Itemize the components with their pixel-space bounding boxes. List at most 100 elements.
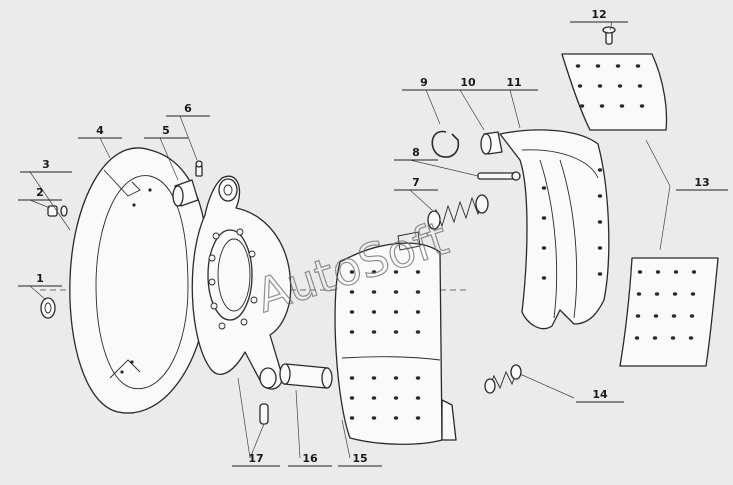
rivet-hole [595, 64, 601, 68]
rivet-hole [619, 104, 625, 108]
rivet-hole [597, 220, 603, 224]
callout-14: 14 [592, 388, 608, 401]
part-17-brake-spider [191, 175, 292, 390]
callout-15: 15 [352, 452, 367, 465]
rivet-hole [541, 276, 547, 280]
rivet-hole [349, 290, 355, 294]
callout-10: 10 [460, 76, 476, 89]
part-1-nut [40, 297, 56, 319]
part-8-pin [477, 171, 521, 181]
callout-6: 6 [184, 102, 192, 115]
part-13-upper-lining [561, 53, 668, 131]
rivet-hole [393, 270, 399, 274]
callout-13: 13 [694, 176, 709, 189]
part-10-roller [480, 131, 503, 155]
part-15-roller [279, 363, 333, 389]
rivet-hole [415, 416, 421, 420]
rivet-hole [639, 104, 645, 108]
callout-16: 16 [302, 452, 318, 465]
rivet-hole [597, 168, 603, 172]
rivet-hole [597, 246, 603, 250]
part-5-bushing [172, 179, 199, 207]
rivet-hole [653, 314, 659, 318]
rivet-hole [655, 270, 661, 274]
callout-7: 7 [412, 176, 420, 189]
rivet-hole [393, 330, 399, 334]
rivet-hole [371, 376, 377, 380]
callout-1: 1 [36, 272, 44, 285]
rivet-hole [415, 396, 421, 400]
rivet-hole [349, 396, 355, 400]
rivet-hole [637, 270, 643, 274]
front-shoe-rivet-holes [349, 270, 421, 420]
rivet-hole [415, 330, 421, 334]
part-14-return-spring [484, 364, 522, 394]
callout-3: 3 [42, 158, 50, 171]
rivet-hole [349, 270, 355, 274]
rivet-hole [371, 270, 377, 274]
rivet-hole [634, 336, 640, 340]
rivet-hole [691, 270, 697, 274]
rivet-hole [349, 416, 355, 420]
rivet-hole [599, 104, 605, 108]
rivet-hole [415, 310, 421, 314]
part-13-lower-lining [619, 257, 719, 367]
rivet-hole [371, 290, 377, 294]
callout-2: 2 [36, 186, 44, 199]
rivet-hole [636, 292, 642, 296]
part-16-pin [259, 403, 269, 425]
rivet-hole [670, 336, 676, 340]
part-9-clip [431, 130, 460, 158]
rivet-hole [415, 290, 421, 294]
rear-shoe-rivet-holes [541, 168, 603, 280]
rivet-hole [415, 376, 421, 380]
rivet-hole [690, 292, 696, 296]
rivet-hole [393, 396, 399, 400]
rivet-hole [597, 272, 603, 276]
rivet-hole [617, 84, 623, 88]
rivet-hole [541, 186, 547, 190]
callout-9: 9 [420, 76, 428, 89]
rivet-hole [577, 84, 583, 88]
rivet-hole [371, 416, 377, 420]
callout-11: 11 [506, 76, 521, 89]
rivet-hole [597, 84, 603, 88]
rivet-hole [652, 336, 658, 340]
rivet-hole [637, 84, 643, 88]
rivet-hole [541, 246, 547, 250]
part-7-spring [427, 194, 489, 230]
callout-5: 5 [162, 124, 170, 137]
rivet-hole [575, 64, 581, 68]
rivet-hole [371, 396, 377, 400]
rivet-hole [672, 292, 678, 296]
part-4-dust-shield [69, 147, 209, 414]
lower-lining-rivet-holes [634, 270, 697, 340]
rivet-hole [393, 310, 399, 314]
rivet-hole [615, 64, 621, 68]
rivet-hole [393, 416, 399, 420]
rivet-hole [635, 64, 641, 68]
part-11-rear-brake-shoe [499, 129, 610, 330]
rivet-hole [349, 330, 355, 334]
rivet-hole [349, 376, 355, 380]
rivet-hole [579, 104, 585, 108]
leader-lines [29, 21, 671, 459]
front-brake-shoe [334, 231, 457, 445]
callout-4: 4 [96, 124, 104, 137]
upper-lining-rivet-holes [575, 64, 645, 108]
callout-12: 12 [591, 8, 606, 21]
part-2-bolt [47, 205, 68, 217]
rivet-hole [415, 270, 421, 274]
rivet-hole [635, 314, 641, 318]
rivet-hole [688, 336, 694, 340]
rivet-hole [541, 216, 547, 220]
callout-17: 17 [248, 452, 263, 465]
rivet-hole [654, 292, 660, 296]
rivet-hole [393, 376, 399, 380]
callout-8: 8 [412, 146, 420, 159]
rivet-hole [597, 194, 603, 198]
part-6-grease-nipple [195, 160, 203, 177]
rivet-hole [671, 314, 677, 318]
